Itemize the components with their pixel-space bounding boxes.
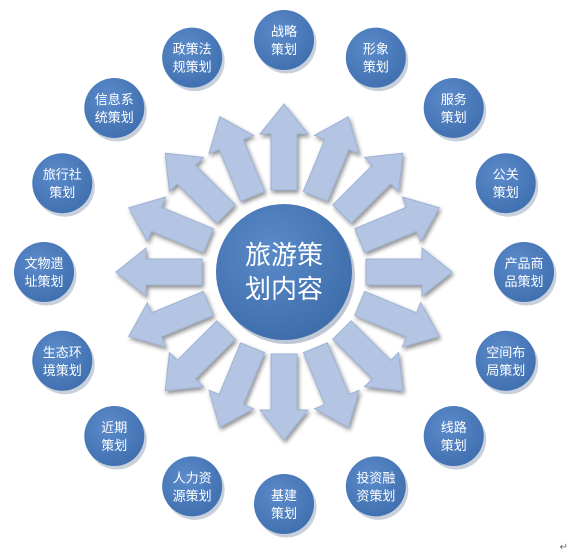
node-circle	[345, 456, 406, 517]
node-label-line: 境策划	[43, 363, 82, 379]
node-label-line: 文物遗	[24, 257, 63, 272]
arrow-route	[332, 320, 404, 392]
node-label-line: 策划	[441, 110, 467, 126]
arrow-travel-agency	[128, 196, 214, 254]
node-label-line: 形象	[363, 43, 389, 58]
node-label-line: 策划	[493, 185, 519, 201]
node-label-line: 生态环	[43, 346, 82, 361]
arrow-infrastructure	[258, 353, 310, 441]
arrow-heritage-site	[115, 246, 203, 298]
node-label-line: 公关	[493, 168, 519, 183]
node-circle	[162, 456, 223, 517]
arrow-product	[365, 246, 453, 298]
node-label-line: 产品商	[504, 257, 543, 272]
node-circle	[84, 406, 145, 467]
node-label-line: 统策划	[95, 110, 134, 126]
node-circle	[423, 406, 484, 467]
node-label-line: 局策划	[486, 363, 525, 379]
node-label-line: 线路	[441, 420, 467, 436]
node-label-line: 空间布	[486, 346, 525, 361]
node-label-line: 服务	[441, 92, 467, 108]
arrow-near-term	[164, 320, 236, 392]
node-label-line: 资策划	[356, 488, 395, 504]
node-label-line: 基建	[271, 489, 297, 504]
node-circle	[84, 77, 145, 138]
node-label-line: 策划	[441, 438, 467, 454]
arrow-information-system	[164, 152, 236, 224]
node-label-line: 策划	[271, 506, 297, 522]
arrow-strategy	[258, 103, 310, 191]
arrow-policy	[208, 116, 266, 202]
arrow-investment	[302, 342, 360, 428]
outer-node-ring: 战略策划形象策划服务策划公关策划产品商品策划空间布局策划线路策划投资融资策划基建…	[14, 10, 557, 538]
center-label-line: 划内容	[245, 275, 323, 305]
node-circle	[254, 10, 314, 70]
node-label-line: 旅行社	[43, 167, 82, 183]
node-label-line: 址策划	[24, 274, 63, 290]
node-label-line: 人力资	[173, 471, 212, 486]
arrow-human-resources	[208, 342, 266, 428]
node-label-line: 政策法	[173, 42, 212, 58]
arrow-ecology	[128, 290, 214, 348]
center-label-line: 旅游策	[245, 241, 323, 271]
node-circle	[162, 27, 223, 88]
node-circle	[32, 330, 93, 391]
arrow-service	[332, 152, 404, 224]
node-label-line: 投资融	[356, 470, 395, 486]
arrow-image	[302, 116, 360, 202]
node-label-line: 规策划	[173, 60, 212, 76]
node-circle	[14, 242, 74, 302]
node-circle	[494, 242, 554, 302]
node-circle	[345, 27, 406, 88]
node-label-line: 策划	[271, 42, 297, 58]
node-label-line: 品策划	[504, 274, 543, 290]
node-circle	[475, 153, 536, 214]
node-circle	[475, 330, 536, 391]
arrow-public-relations	[354, 196, 440, 254]
node-label-line: 信息系	[95, 92, 134, 108]
center-node-circle	[216, 204, 352, 340]
node-circle	[423, 77, 484, 138]
node-circle	[32, 153, 93, 214]
node-label-line: 策划	[101, 438, 127, 454]
node-label-line: 源策划	[173, 488, 212, 504]
arrow-spatial-layout	[354, 290, 440, 348]
arrow-ring	[115, 103, 453, 441]
node-label-line: 策划	[49, 185, 75, 201]
node-circle	[254, 474, 314, 534]
node-label-line: 战略	[271, 24, 297, 40]
watermark-mark: ↵	[559, 542, 568, 553]
node-label-line: 策划	[363, 60, 389, 76]
node-label-line: 近期	[101, 421, 127, 436]
